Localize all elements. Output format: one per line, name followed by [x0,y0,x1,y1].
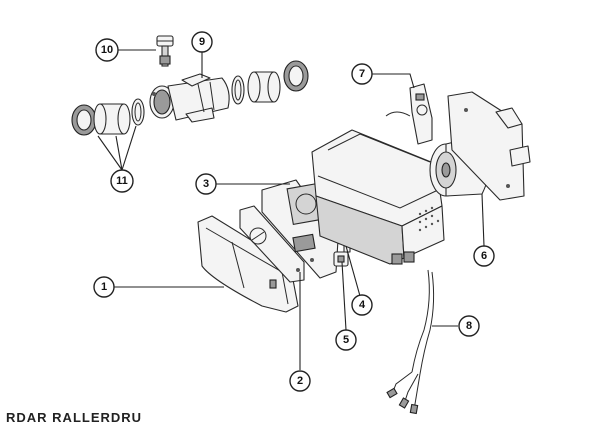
right-adaptor-and-nut [231,60,309,105]
part-3-circuit-board [261,179,339,279]
part-9-bypass-valve [149,73,230,123]
cut-off-footer-text: RDAR RALLERDRU [6,410,143,425]
part-8-wire-harness [386,269,435,415]
svg-text:5: 5 [343,334,349,346]
part-7-bracket [385,83,433,145]
svg-text:2: 2 [297,375,303,387]
part-2-faceplate [239,205,305,283]
svg-text:7: 7 [359,68,365,80]
callout-10: 10 [95,38,119,62]
callout-4: 4 [351,294,373,316]
callout-5: 5 [335,329,357,351]
svg-text:11: 11 [116,175,128,187]
svg-text:1: 1 [101,281,107,293]
part-5-connector [333,251,349,267]
callout-8: 8 [458,315,480,337]
leader-lines [97,49,485,370]
part-10-valve-knob [156,35,174,67]
callout-6: 6 [473,245,495,267]
callout-9: 9 [191,31,213,53]
svg-text:6: 6 [481,250,487,262]
main-housing [311,129,445,265]
vent-holes [418,206,440,232]
callout-11: 11 [110,169,134,193]
svg-text:9: 9 [199,36,205,48]
svg-text:8: 8 [466,320,472,332]
svg-text:4: 4 [359,299,366,311]
callout-7: 7 [351,63,373,85]
left-adaptor-and-nut [71,98,145,136]
svg-text:10: 10 [101,44,113,56]
svg-text:3: 3 [203,178,209,190]
callout-2: 2 [289,370,311,392]
part-1-front-cover [197,215,299,313]
motor-backplate [447,91,531,201]
callout-1: 1 [93,276,115,298]
callout-3: 3 [195,173,217,195]
